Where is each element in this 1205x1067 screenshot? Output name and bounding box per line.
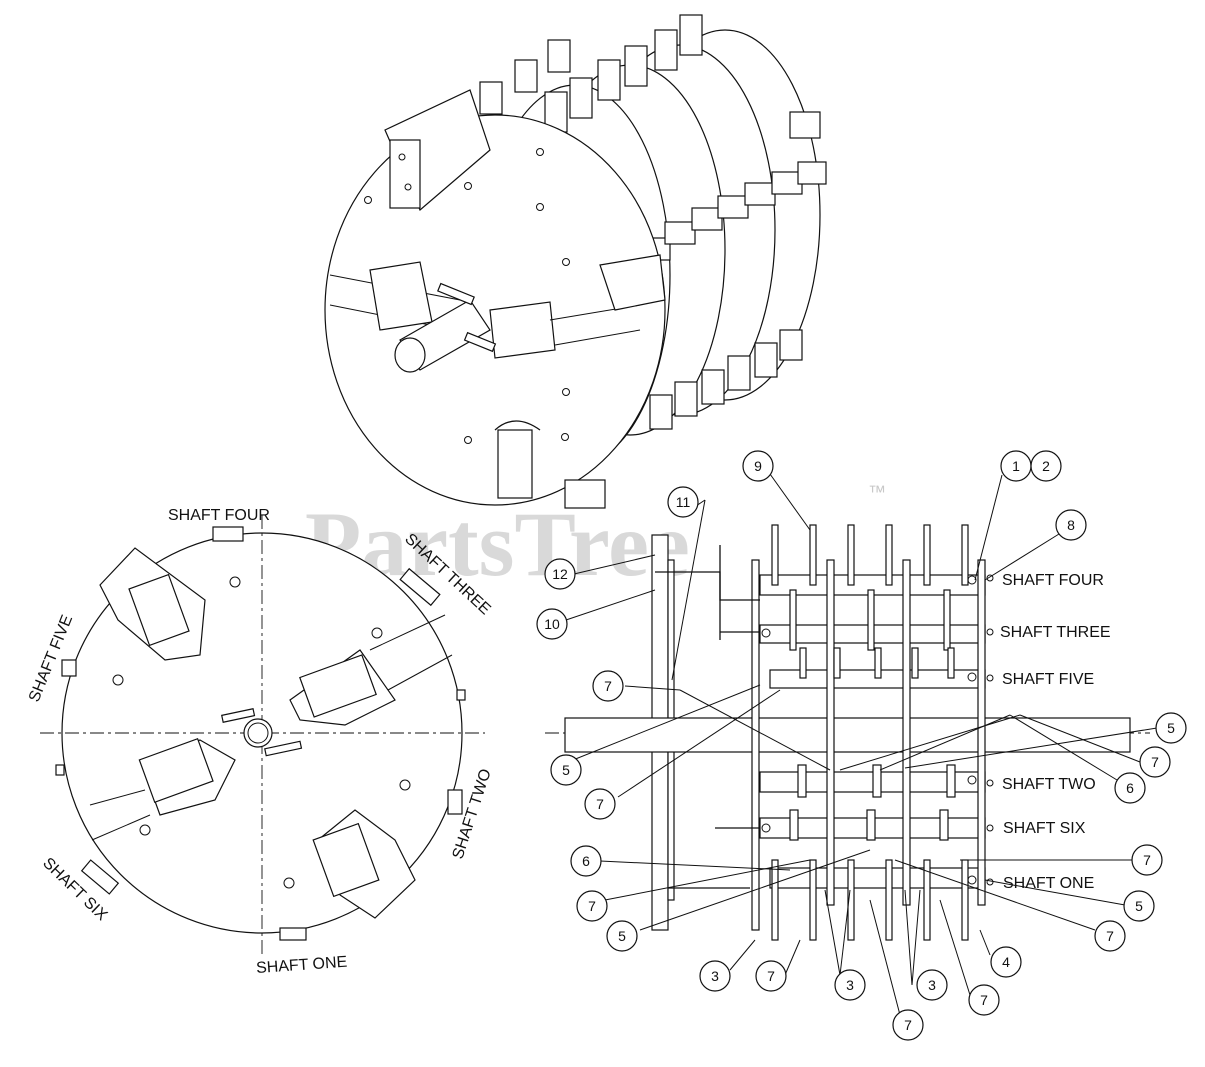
callout-7d: 7: [892, 1009, 924, 1041]
side-label-shaft-six: SHAFT SIX: [1003, 820, 1086, 837]
side-label-shaft-three: SHAFT THREE: [1000, 624, 1111, 641]
side-label-shaft-one: SHAFT ONE: [1003, 875, 1094, 892]
svg-text:6: 6: [1126, 780, 1134, 796]
front-label-shaft-six: SHAFT SIX: [39, 855, 110, 925]
svg-text:7: 7: [980, 992, 988, 1008]
callout-2: 2: [1030, 450, 1062, 482]
callout-7r2: 7: [1131, 844, 1163, 876]
callout-7l2: 7: [576, 890, 608, 922]
right-tine-plate: [489, 301, 556, 359]
watermark-trademark: ™: [868, 482, 886, 502]
side-label-shaft-four: SHAFT FOUR: [1002, 572, 1104, 589]
svg-text:10: 10: [544, 616, 560, 632]
callout-6r: 6: [1114, 772, 1146, 804]
callout-7b: 7: [584, 788, 616, 820]
svg-text:8: 8: [1067, 517, 1075, 533]
svg-text:5: 5: [618, 928, 626, 944]
callouts: 9 11 1 2 8 12 10 7 5 7 5 7 6 6 7 5 7 5 7…: [536, 450, 1187, 1041]
top-tines: [479, 14, 703, 133]
svg-text:6: 6: [582, 853, 590, 869]
svg-text:4: 4: [1002, 954, 1010, 970]
callout-4: 4: [990, 946, 1022, 978]
bottom-tines-side: [771, 859, 969, 941]
callout-12: 12: [544, 558, 576, 590]
callout-5l2: 5: [606, 920, 638, 952]
front-disc-holes: [364, 148, 570, 444]
side-mount-block: [599, 254, 666, 311]
callout-9: 9: [742, 450, 774, 482]
svg-text:3: 3: [711, 968, 719, 984]
small-tines-side: [789, 647, 956, 841]
callout-6l: 6: [570, 845, 602, 877]
callout-7e: 7: [968, 984, 1000, 1016]
side-view-discs: [751, 559, 986, 931]
axle-end: [394, 337, 426, 373]
side-label-shaft-five: SHAFT FIVE: [1002, 671, 1094, 688]
front-label-shaft-one: SHAFT ONE: [256, 954, 348, 977]
front-tine-plate-bottom: [497, 429, 533, 499]
front-tine-plate-top: [389, 139, 421, 209]
svg-text:2: 2: [1042, 458, 1050, 474]
top-tines-side: [771, 524, 969, 651]
svg-text:7: 7: [1106, 928, 1114, 944]
side-view-axle: [564, 717, 1131, 753]
svg-text:3: 3: [846, 977, 854, 993]
svg-text:7: 7: [767, 968, 775, 984]
svg-text:1: 1: [1012, 458, 1020, 474]
side-label-shaft-two: SHAFT TWO: [1002, 776, 1096, 793]
svg-text:7: 7: [1143, 852, 1151, 868]
svg-text:7: 7: [604, 678, 612, 694]
callout-5r2: 5: [1123, 890, 1155, 922]
callout-3c: 3: [916, 969, 948, 1001]
rear-shaft-stub: [789, 111, 821, 139]
key-bottom: [463, 331, 497, 353]
leader-lines: [565, 473, 1158, 1016]
side-view: SHAFT FOUR SHAFT THREE SHAFT FIVE SHAFT …: [545, 524, 1150, 941]
callout-8: 8: [1055, 509, 1087, 541]
callout-7a: 7: [592, 670, 624, 702]
svg-text:11: 11: [676, 494, 691, 510]
callout-1: 1: [1000, 450, 1032, 482]
callout-10: 10: [536, 608, 568, 640]
svg-text:12: 12: [552, 566, 568, 582]
callout-7c: 7: [755, 960, 787, 992]
key-top: [437, 282, 475, 306]
front-label-shaft-four: SHAFT FOUR: [168, 507, 270, 524]
callout-7r1: 7: [1139, 746, 1171, 778]
callout-7r3: 7: [1094, 920, 1126, 952]
svg-text:9: 9: [754, 458, 762, 474]
isometric-assembly: [324, 14, 827, 509]
callout-5a: 5: [550, 754, 582, 786]
callout-3b: 3: [834, 969, 866, 1001]
svg-text:5: 5: [1167, 720, 1175, 736]
svg-text:7: 7: [904, 1017, 912, 1033]
svg-text:3: 3: [928, 977, 936, 993]
svg-text:7: 7: [1151, 754, 1159, 770]
front-view: SHAFT FOUR SHAFT THREE SHAFT FIVE SHAFT …: [26, 507, 495, 977]
svg-text:5: 5: [562, 762, 570, 778]
svg-text:5: 5: [1135, 898, 1143, 914]
callout-11: 11: [667, 486, 699, 518]
right-tines: [639, 161, 827, 430]
callout-5r1: 5: [1155, 712, 1187, 744]
bottom-tine-stub: [564, 479, 606, 509]
svg-text:7: 7: [596, 796, 604, 812]
svg-text:7: 7: [588, 898, 596, 914]
callout-3a: 3: [699, 960, 731, 992]
